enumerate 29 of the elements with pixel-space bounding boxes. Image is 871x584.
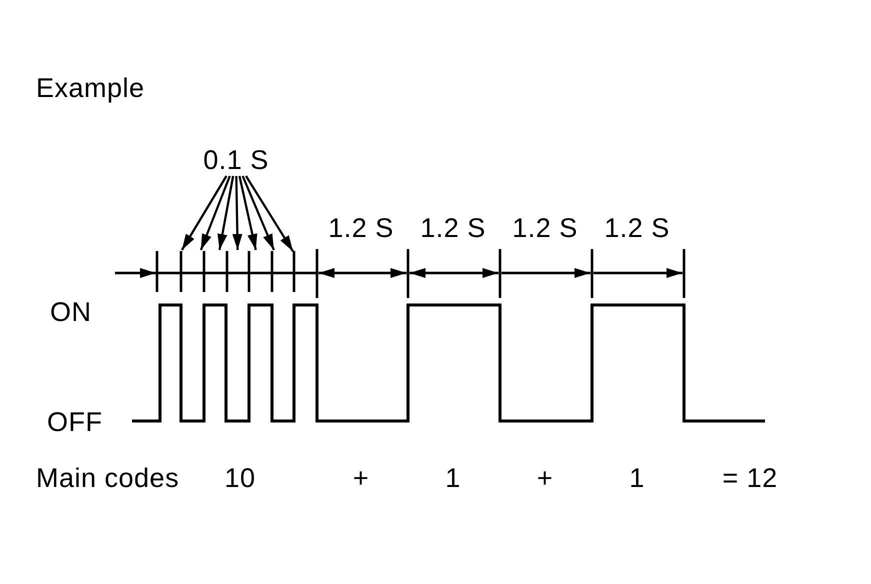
scale-interval	[180, 251, 204, 292]
duration-label: 1.2 S	[512, 213, 578, 243]
row-label: Main codes	[36, 463, 180, 493]
scale-interval	[270, 251, 294, 292]
scale-interval	[156, 251, 181, 292]
code-value: 1	[445, 463, 461, 493]
code-value: 10	[224, 463, 256, 493]
duration-label: 0.1 S	[203, 145, 269, 175]
leader-arrow	[180, 175, 228, 251]
leader-arrow	[232, 176, 242, 250]
title: Example	[36, 73, 145, 103]
scale-interval	[248, 251, 272, 292]
leader-arrow	[217, 176, 234, 250]
duration-label: 1.2 S	[420, 213, 486, 243]
level-label: OFF	[47, 407, 102, 437]
code-value: 1	[629, 463, 645, 493]
plus-sign: +	[536, 463, 554, 493]
duration-label: 1.2 S	[604, 213, 670, 243]
level-label: ON	[50, 297, 92, 327]
leader-arrow	[238, 176, 258, 250]
total-value: = 12	[722, 463, 778, 493]
scale-interval	[226, 251, 249, 292]
scale-interval	[292, 251, 317, 292]
plus-sign: +	[352, 463, 370, 493]
duration-label: 1.2 S	[328, 213, 394, 243]
leader-arrow	[245, 175, 294, 252]
leader-arrow	[200, 176, 231, 250]
leader-arrow	[242, 176, 275, 250]
scale-interval	[202, 251, 227, 292]
